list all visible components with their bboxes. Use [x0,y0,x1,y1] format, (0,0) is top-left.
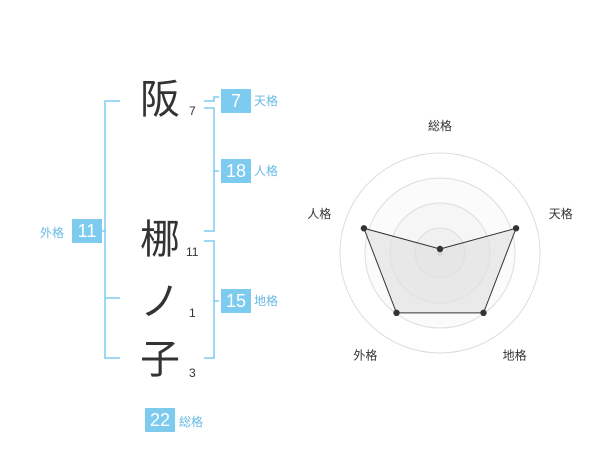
radar-axis-label-3: 地格 [503,348,527,363]
radar-point-1 [436,245,444,253]
chikaku-value-badge: 15 [221,289,251,313]
stroke-count-3: 1 [189,306,196,320]
radar-point-5 [360,225,368,232]
tenkaku-label: 天格 [254,94,279,108]
radar-point-4 [393,309,400,317]
tenkaku-bracket [204,96,219,102]
stroke-count-1: 7 [189,104,196,118]
gaikaku-bracket [104,100,120,359]
name-char-4: 子 [140,337,180,383]
chikaku-bracket [204,240,215,359]
soukaku-label: 総格 [179,415,204,429]
radar-point-2 [512,225,520,232]
stroke-count-2: 11 [186,245,199,259]
jinkaku-bracket [204,107,215,232]
radar-axis-label-5: 人格 [307,206,331,221]
radar-axis-label-1: 総格 [428,118,452,133]
name-char-2: 梛 [140,217,180,263]
chikaku-label: 地格 [254,294,279,308]
radar-point-3 [480,309,487,317]
gaikaku-value-badge: 11 [72,219,102,243]
name-char-3: ノ [140,279,180,325]
radar-series-polygon [363,227,517,314]
radar-axis-label-4: 外格 [353,348,377,363]
soukaku-value-badge: 22 [145,408,175,432]
gaikaku-label: 外格 [40,226,65,240]
tenkaku-value-badge: 7 [221,89,251,113]
jinkaku-value-badge: 18 [221,159,251,183]
name-char-1: 阪 [140,77,180,123]
jinkaku-label: 人格 [254,164,279,178]
radar-axis-label-2: 天格 [549,206,573,221]
stroke-count-4: 3 [189,366,196,380]
